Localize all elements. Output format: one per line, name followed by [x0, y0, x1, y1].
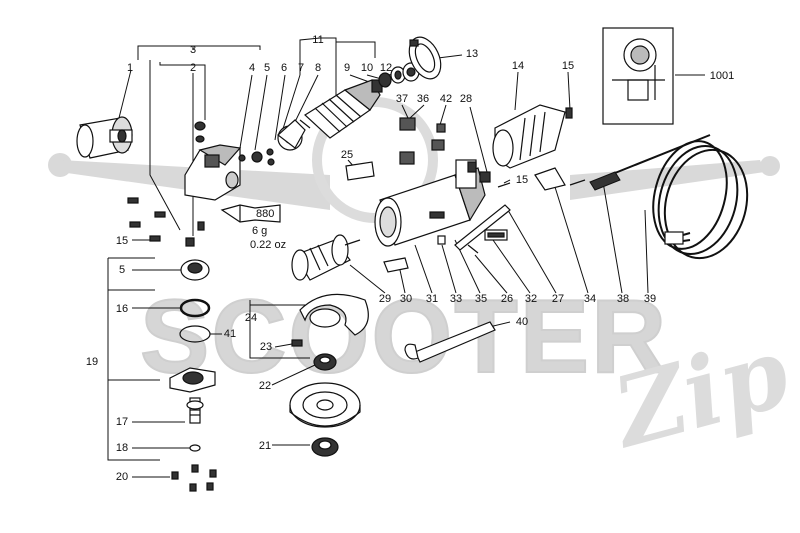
switch-rod-icon [437, 204, 511, 254]
armature-icon [299, 79, 383, 139]
grinding-disc-icon [289, 382, 361, 428]
gear-housing-icon [184, 144, 275, 201]
label-plate-icon [345, 161, 375, 181]
callout-31: 31 [425, 293, 439, 305]
spindle-icon [186, 397, 204, 424]
callout-37: 37 [395, 93, 409, 105]
fan-guard-ring-icon [408, 36, 442, 80]
callout-29: 29 [378, 293, 392, 305]
callout-20: 20 [115, 471, 129, 483]
callout-38: 38 [616, 293, 630, 305]
callout-14: 14 [511, 60, 525, 72]
callout-27: 27 [551, 293, 565, 305]
callout-15-middle: 15 [515, 174, 529, 186]
callout-15-left: 15 [115, 235, 129, 247]
bearing-plate-icon [277, 119, 306, 151]
motor-housing-icon [374, 159, 491, 247]
callout-11: 11 [312, 34, 324, 46]
callout-1: 1 [126, 62, 134, 74]
callout-7: 7 [297, 62, 305, 74]
callout-15-right: 15 [561, 60, 575, 72]
washer-icon [189, 444, 201, 452]
screw-icon [127, 197, 205, 247]
side-handle-icon [76, 116, 133, 159]
callout-3: 3 [189, 44, 197, 56]
clamping-nut-icon [311, 437, 339, 457]
callout-8: 8 [314, 62, 322, 74]
callout-34: 34 [583, 293, 597, 305]
wiring-diagram-icon [602, 27, 674, 125]
bearing-flange-icon [169, 367, 216, 393]
stator-field-icon [291, 234, 361, 281]
callout-22: 22 [258, 380, 272, 392]
backing-flange-icon [313, 353, 337, 371]
callout-16: 16 [115, 303, 129, 315]
carbon-brush-icon [399, 117, 446, 165]
label-icon [383, 257, 409, 273]
callout-19: 19 [85, 356, 99, 368]
watermark-logo-text: SCOOTER [140, 279, 668, 395]
o-ring-icon [179, 298, 211, 318]
callout-30: 30 [399, 293, 413, 305]
callout-33: 33 [449, 293, 463, 305]
wheel-guard-icon [291, 293, 369, 347]
callout-23: 23 [259, 341, 273, 353]
callout-32: 32 [524, 293, 538, 305]
callout-13: 13 [465, 48, 479, 60]
callout-10: 10 [360, 62, 374, 74]
callout-17: 17 [115, 416, 129, 428]
bevel-gear-icon [180, 259, 210, 281]
callout-39: 39 [643, 293, 657, 305]
grease-tube-icon [220, 204, 281, 223]
callout-9: 9 [343, 62, 351, 74]
callout-41: 41 [223, 328, 237, 340]
callout-21: 21 [258, 440, 272, 452]
callout-6: 6 [280, 62, 288, 74]
callout-24: 24 [244, 312, 258, 324]
watermark: SCOOTER Zip [48, 97, 800, 470]
callout-36: 36 [416, 93, 430, 105]
rear-cover-icon [492, 104, 566, 169]
callout-5-lower: 5 [118, 264, 126, 276]
callout-40: 40 [515, 316, 529, 328]
callout-12: 12 [379, 62, 393, 74]
callout-42: 42 [439, 93, 453, 105]
callout-4: 4 [248, 62, 256, 74]
spanner-wrench-icon [404, 321, 496, 363]
leader-lines [107, 37, 705, 478]
grease-mass: 6 g [252, 225, 268, 237]
screw-icon [171, 464, 217, 492]
power-cord-icon [589, 134, 749, 260]
screw-icon [194, 121, 206, 143]
cord-sleeve-icon [534, 167, 586, 191]
callout-28: 28 [459, 93, 473, 105]
screw-icon [497, 107, 573, 188]
callout-2: 2 [189, 62, 197, 74]
snap-ring-icon [179, 325, 211, 343]
callout-18: 18 [115, 442, 129, 454]
grease-ounces: 0.22 oz [250, 239, 287, 251]
callout-26: 26 [500, 293, 514, 305]
callout-25: 25 [340, 149, 354, 161]
grease-code: 880 [256, 208, 275, 220]
parts [76, 27, 749, 492]
callout-5: 5 [263, 62, 271, 74]
callout-35: 35 [474, 293, 488, 305]
callout-1001: 1001 [709, 70, 735, 82]
